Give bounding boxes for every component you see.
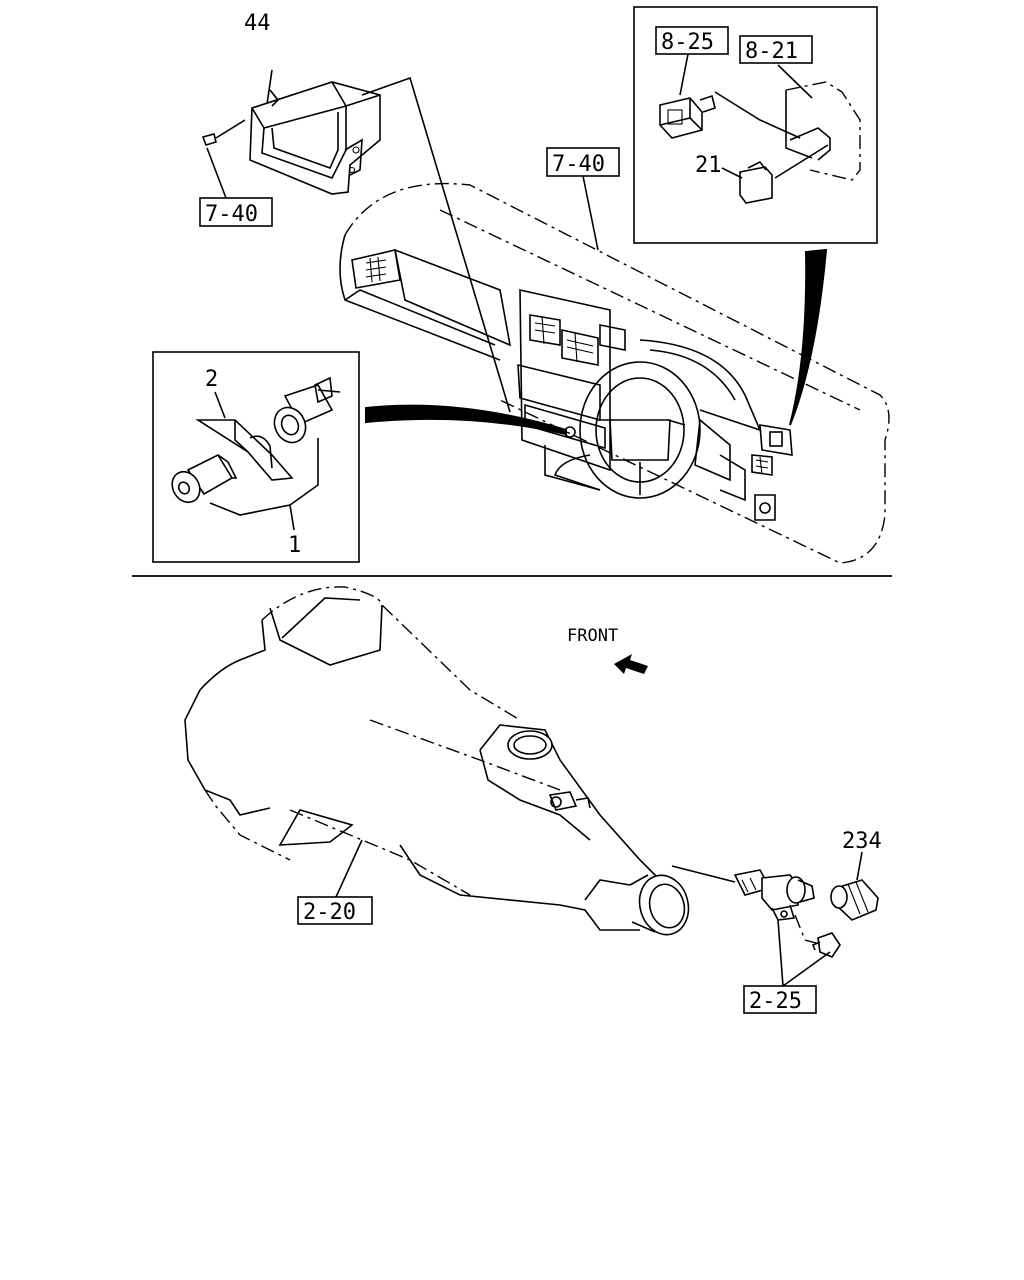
label-2-20: 2-20 <box>303 900 356 925</box>
front-label: FRONT <box>567 626 618 646</box>
pocket-box <box>201 69 381 195</box>
ref-box-7-40-dash: 7-40 <box>546 147 620 251</box>
label-7-40-dash: 7-40 <box>552 152 605 177</box>
transmission-illustration <box>184 586 690 936</box>
ref-box-2-20: 2-20 <box>297 839 373 925</box>
inset-lighter: 2 1 <box>152 351 360 563</box>
lighter-pointer-arrow <box>365 404 567 436</box>
label-2: 2 <box>205 367 218 392</box>
label-2-25: 2-25 <box>749 989 802 1014</box>
front-arrow <box>614 654 648 674</box>
label-234: 234 <box>842 829 882 854</box>
label-8-21: 8-21 <box>745 39 798 64</box>
ref-box-2-25: 2-25 <box>743 919 831 1014</box>
label-7-40-screw: 7-40 <box>205 202 258 227</box>
inset-pointer-arrow <box>789 248 828 426</box>
sensor-cap-234: 234 <box>830 829 882 921</box>
ref-box-7-40-screw: 7-40 <box>199 147 273 227</box>
label-8-25: 8-25 <box>661 30 714 55</box>
inset-switch-panel: 8-25 8-21 21 <box>633 6 878 244</box>
label-44: 44 <box>244 11 271 36</box>
dashboard-illustration <box>339 182 890 564</box>
label-21: 21 <box>695 153 722 178</box>
label-1: 1 <box>288 533 301 558</box>
speed-sensor <box>671 865 841 958</box>
